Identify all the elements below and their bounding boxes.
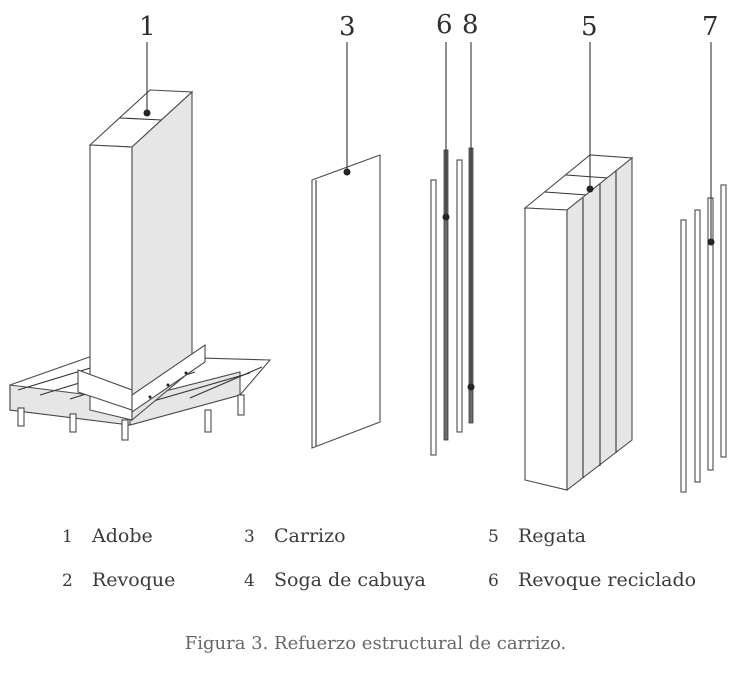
legend-label: Adobe xyxy=(92,525,153,547)
legend-label: Regata xyxy=(518,525,587,547)
legend-item: 6 Revoque reciclado xyxy=(488,569,696,591)
structural-reinforcement-diagram xyxy=(9,42,727,493)
legend-number: 4 xyxy=(244,571,255,591)
callout-5: 5 xyxy=(581,12,598,42)
callout-3: 3 xyxy=(339,12,356,42)
legend-label: Revoque reciclado xyxy=(518,569,697,591)
rods-6-8 xyxy=(430,42,475,456)
legend-label: Revoque xyxy=(92,569,176,591)
figure-caption: Figura 3. Refuerzo estructural de carriz… xyxy=(184,633,567,654)
legend-number: 2 xyxy=(62,571,73,591)
legend: 1 Adobe 2 Revoque 3 Carrizo 4 Soga de ca… xyxy=(0,515,751,605)
callout-7: 7 xyxy=(702,12,719,42)
legend-number: 3 xyxy=(244,527,255,547)
legend-label: Soga de cabuya xyxy=(274,569,426,591)
callout-8: 8 xyxy=(462,10,479,40)
legend-item: 3 Carrizo xyxy=(244,525,346,547)
legend-number: 6 xyxy=(488,571,499,591)
regata-block xyxy=(523,42,634,492)
legend-label: Carrizo xyxy=(274,525,346,547)
legend-number: 1 xyxy=(62,527,73,547)
legend-item: 1 Adobe xyxy=(62,525,153,547)
legend-item: 4 Soga de cabuya xyxy=(244,569,426,591)
rods-7 xyxy=(680,42,727,493)
callout-6: 6 xyxy=(436,10,453,40)
callout-1: 1 xyxy=(139,12,156,42)
carrizo-panel xyxy=(311,42,381,449)
legend-number: 5 xyxy=(488,527,499,547)
legend-item: 5 Regata xyxy=(488,525,586,547)
adobe-column-assembly xyxy=(9,42,272,441)
legend-item: 2 Revoque xyxy=(62,569,175,591)
